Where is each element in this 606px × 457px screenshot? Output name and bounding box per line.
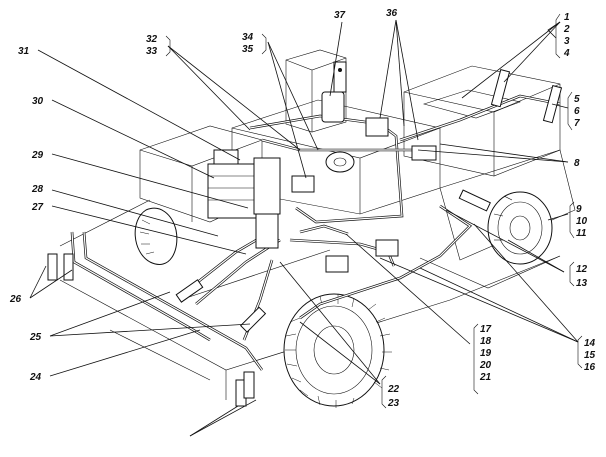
callout-30: 30: [32, 96, 44, 107]
callout-8: 8: [574, 158, 580, 169]
pump-unit: [321, 61, 437, 161]
callout-19: 19: [480, 348, 492, 359]
callout-numbers: 1 2 3 4 5 6 7 8 9 10 11 12 13 14 15 16 1…: [9, 8, 596, 409]
hydraulic-tank: [325, 151, 355, 173]
callout-28: 28: [31, 184, 44, 195]
callout-13: 13: [576, 278, 588, 289]
callout-29: 29: [31, 150, 44, 161]
rear-wheel: [487, 191, 553, 265]
callout-braces: [165, 13, 583, 409]
machine-frame: [59, 49, 576, 400]
callout-14: 14: [584, 338, 596, 349]
callout-17: 17: [480, 324, 492, 335]
hydraulic-cylinders: [47, 68, 563, 407]
callout-32: 32: [146, 34, 158, 45]
callout-34: 34: [242, 32, 254, 43]
callout-22: 22: [387, 384, 400, 395]
callout-24: 24: [29, 372, 42, 383]
callout-7: 7: [574, 118, 580, 129]
callout-9: 9: [576, 204, 582, 215]
callout-33: 33: [146, 46, 158, 57]
callout-16: 16: [584, 362, 596, 373]
callout-31: 31: [18, 46, 30, 57]
callout-12: 12: [576, 264, 588, 275]
left-wheel: [134, 207, 178, 265]
callout-10: 10: [576, 216, 588, 227]
leader-lines: [29, 19, 579, 437]
callout-36: 36: [386, 8, 398, 19]
callout-2: 2: [563, 24, 570, 35]
callout-18: 18: [480, 336, 492, 347]
callout-6: 6: [574, 106, 580, 117]
callout-25: 25: [29, 332, 42, 343]
callout-15: 15: [584, 350, 596, 361]
callout-11: 11: [576, 228, 587, 239]
callout-23: 23: [387, 398, 400, 409]
callout-26: 26: [9, 294, 22, 305]
callout-4: 4: [563, 48, 570, 59]
callout-35: 35: [242, 44, 254, 55]
front-wheel: [283, 293, 392, 408]
callout-3: 3: [564, 36, 570, 47]
callout-21: 21: [479, 372, 492, 383]
callout-27: 27: [31, 202, 44, 213]
callout-37: 37: [334, 10, 346, 21]
control-valve-block: [207, 157, 281, 249]
callout-1: 1: [564, 12, 570, 23]
callout-5: 5: [574, 94, 580, 105]
callout-20: 20: [479, 360, 492, 371]
